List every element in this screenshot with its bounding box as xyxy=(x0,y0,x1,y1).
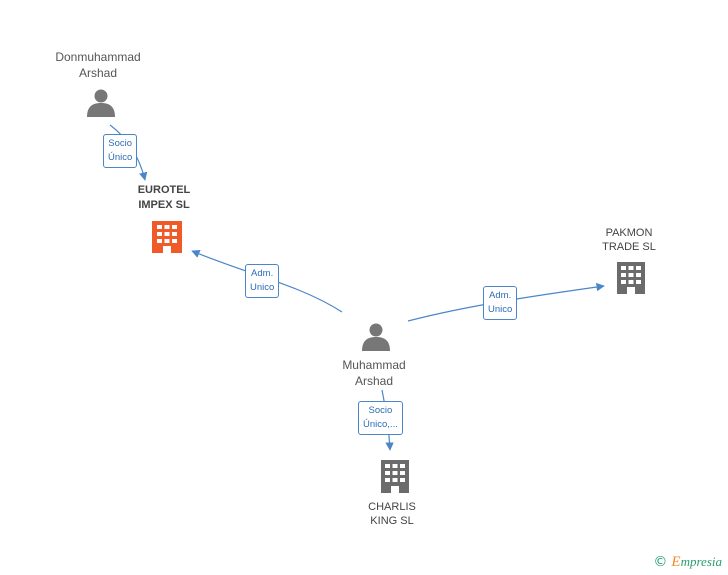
edge-label-line1: Adm. xyxy=(489,290,512,301)
node-name-line1: Muhammad xyxy=(342,358,406,372)
building-icon[interactable] xyxy=(381,460,409,493)
node-name-line2: Arshad xyxy=(354,374,394,388)
node-label-muhammad[interactable]: Muhammad Arshad xyxy=(324,357,424,389)
copyright-symbol: © xyxy=(653,554,668,570)
edge-label-line2: Único xyxy=(108,152,133,163)
edge-label-adm-pakmon[interactable]: Adm. Unico xyxy=(483,286,518,320)
brand-name: mpresia xyxy=(680,554,722,569)
building-icon[interactable] xyxy=(617,262,645,294)
edge-label-socio-unico[interactable]: Socio Único xyxy=(103,134,138,168)
edge-label-line1: Socio xyxy=(368,405,393,416)
node-name-line2: TRADE SL xyxy=(602,241,656,253)
node-label-charlis[interactable]: CHARLIS KING SL xyxy=(352,500,432,528)
person-icon[interactable] xyxy=(87,89,115,118)
edge-label-line2: Unico xyxy=(488,304,513,315)
edge-label-line1: Socio xyxy=(108,138,133,149)
node-name-line1: EUROTEL xyxy=(137,184,191,196)
node-name-line2: KING SL xyxy=(370,515,414,527)
edge-label-line2: Único,... xyxy=(363,419,398,430)
node-name-line1: PAKMON xyxy=(605,227,653,239)
person-icon[interactable] xyxy=(362,323,390,352)
node-name-line1: Donmuhammad xyxy=(55,50,141,64)
node-name-line1: CHARLIS xyxy=(368,501,416,513)
edge-label-line2: Unico xyxy=(250,282,275,293)
node-label-eurotel[interactable]: EUROTEL IMPEX SL xyxy=(124,183,204,213)
edge-label-adm-eurotel[interactable]: Adm. Unico xyxy=(245,264,280,298)
node-label-pakmon[interactable]: PAKMON TRADE SL xyxy=(589,226,669,254)
brand-initial: E xyxy=(671,554,681,570)
building-icon[interactable] xyxy=(152,221,182,253)
edge-label-socio-charlis[interactable]: Socio Único,... xyxy=(358,401,403,435)
node-name-line2: IMPEX SL xyxy=(138,199,190,211)
node-label-donmuhammad[interactable]: Donmuhammad Arshad xyxy=(48,49,148,81)
edge-label-line1: Adm. xyxy=(251,268,274,279)
node-name-line2: Arshad xyxy=(78,66,118,80)
brand-watermark[interactable]: ©Empresia xyxy=(653,554,722,571)
